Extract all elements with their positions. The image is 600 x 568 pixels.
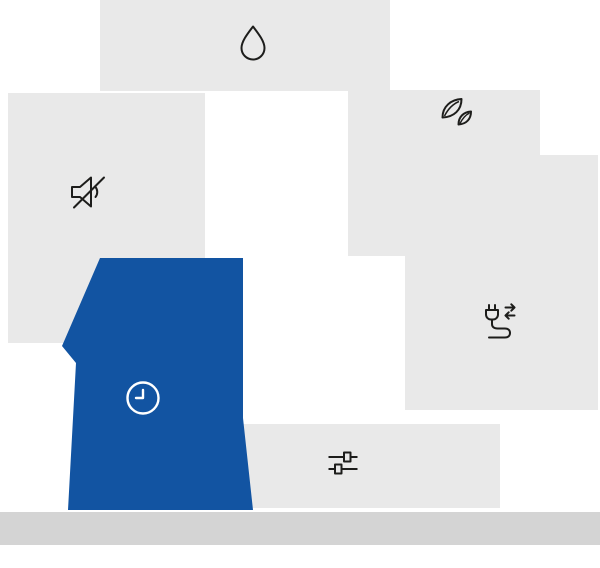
speaker-muted-icon [65, 169, 111, 215]
tile-water[interactable] [100, 0, 390, 91]
bottom-bar [0, 512, 600, 545]
leaf-icon [435, 92, 475, 132]
water-drop-icon [233, 22, 273, 62]
clock-icon [122, 377, 164, 419]
tile-timer[interactable] [62, 258, 253, 510]
sliders-icon [323, 443, 363, 483]
tile-settings[interactable] [210, 424, 500, 508]
plug-swap-icon [476, 301, 518, 343]
tile-connect[interactable] [405, 155, 598, 410]
